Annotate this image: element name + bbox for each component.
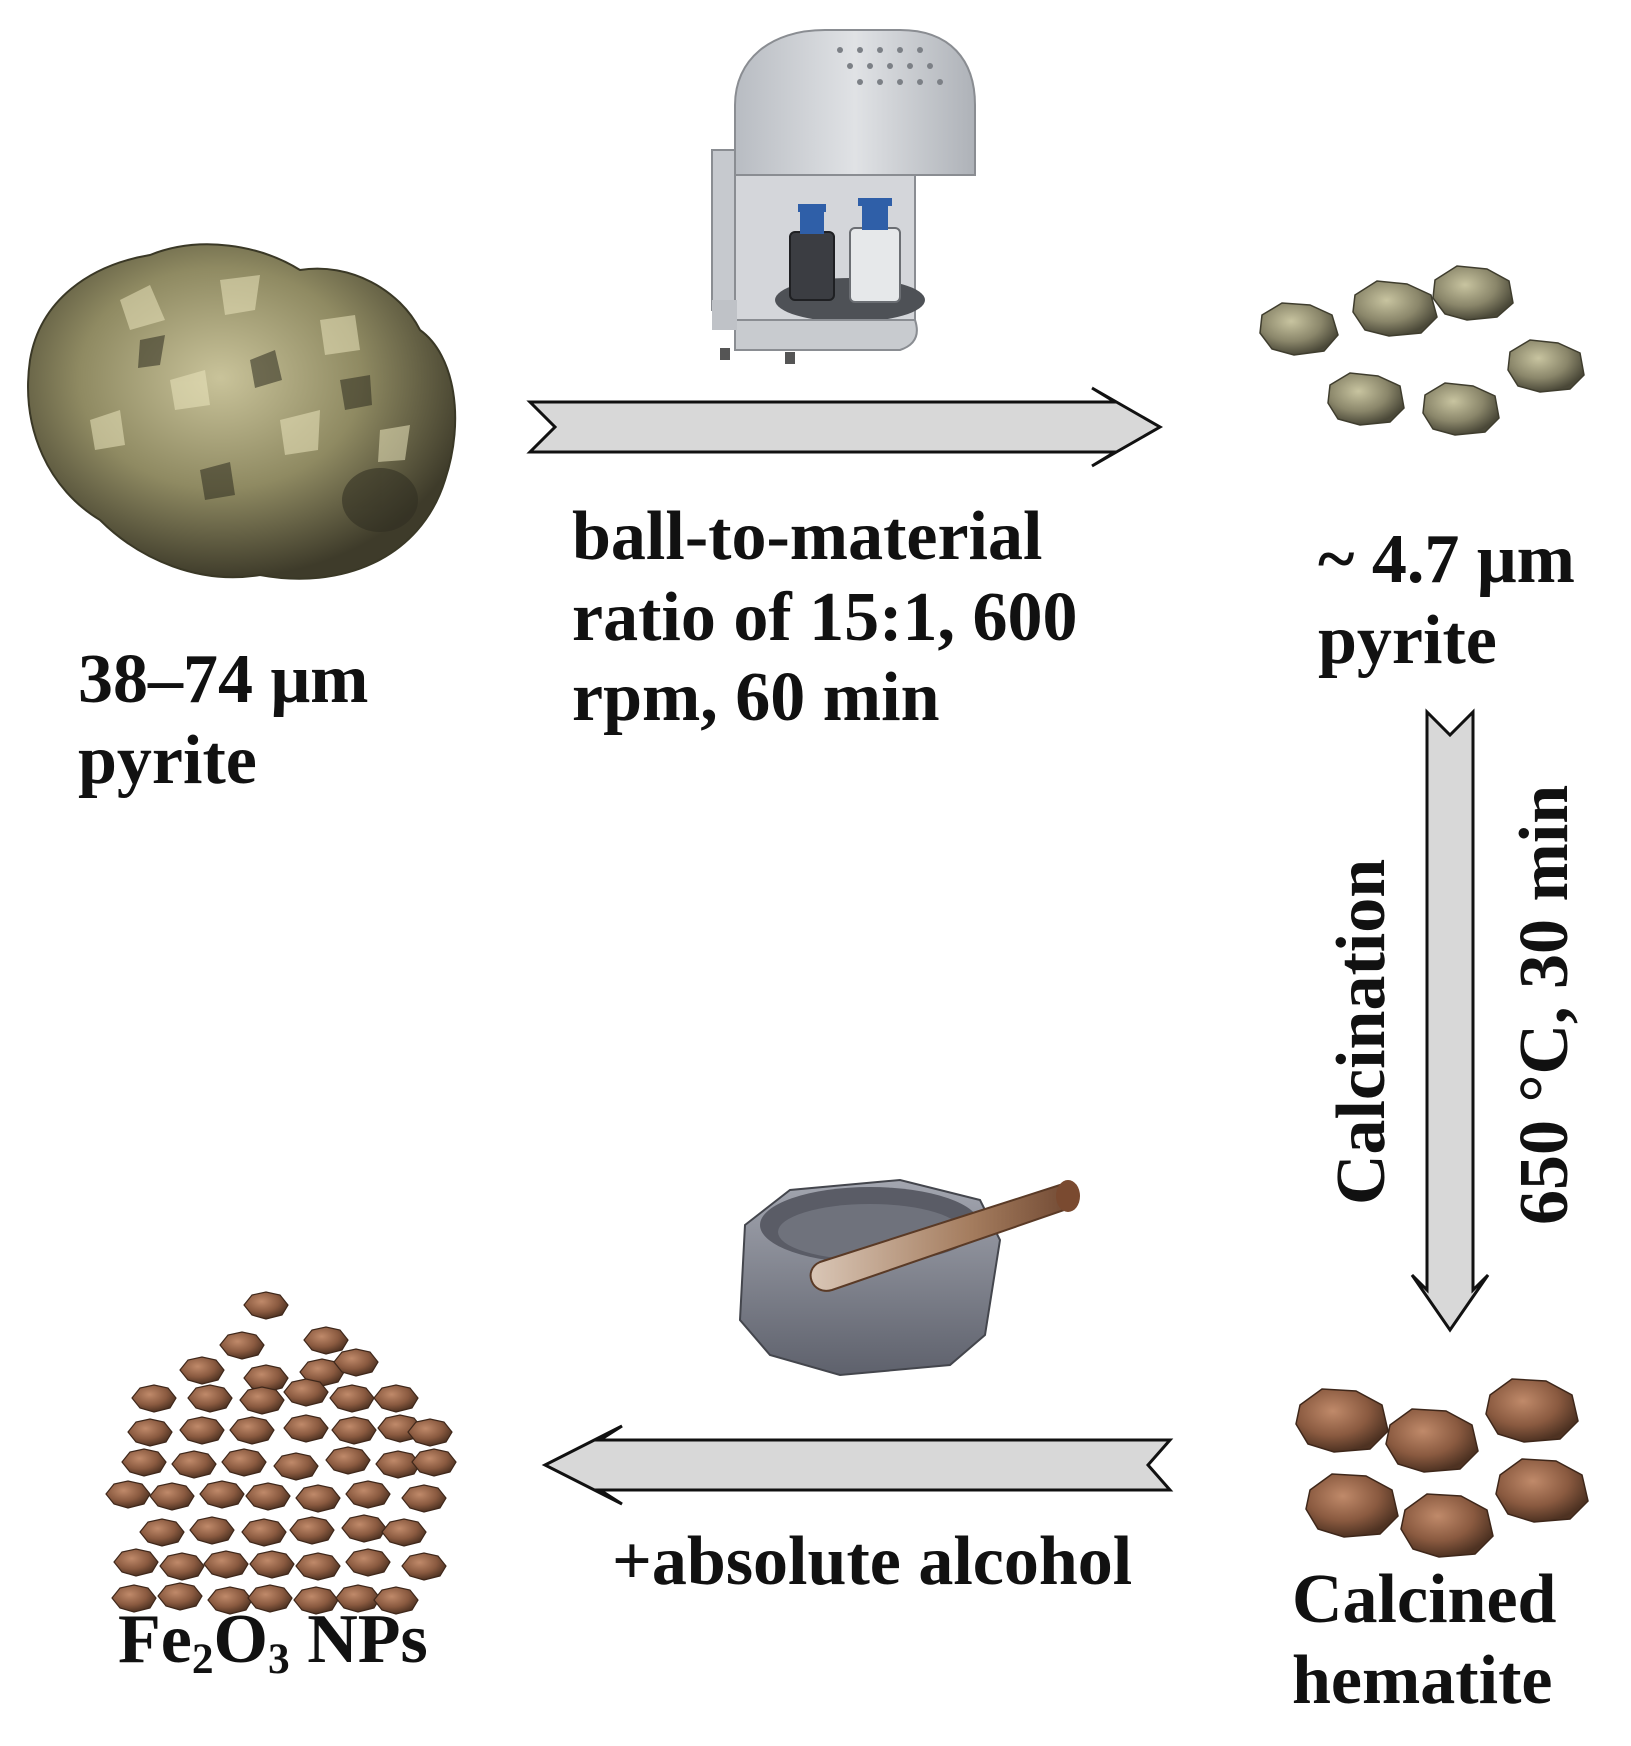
nanoparticle <box>325 1446 371 1475</box>
nanoparticle <box>249 1550 295 1579</box>
nanoparticle <box>187 1384 233 1413</box>
nanoparticle <box>401 1484 447 1513</box>
nanoparticle <box>303 1326 349 1355</box>
nanoparticle <box>243 1291 289 1320</box>
hematite-particles-image <box>1295 1378 1589 1558</box>
nanoparticle <box>381 1518 427 1547</box>
nanoparticle <box>345 1548 391 1577</box>
ball-milling-conditions: ball-to-material ratio of 15:1, 600 rpm,… <box>572 497 1077 739</box>
ball-milling-line-3: rpm, 60 min <box>572 659 940 736</box>
nanoparticle <box>245 1482 291 1511</box>
nanoparticle <box>121 1448 167 1477</box>
product-formula-sub-2: 2 <box>191 1634 214 1683</box>
raw-pyrite-size: 38–74 μm <box>78 641 369 718</box>
calcination-condition: 650 °C, 30 min <box>1506 784 1583 1225</box>
nanoparticle <box>401 1552 447 1581</box>
nanoparticle <box>331 1416 377 1445</box>
nanoparticle <box>239 1386 285 1415</box>
planetary-ball-mill-image <box>711 29 976 364</box>
nanoparticle <box>199 1480 245 1509</box>
right-arrow <box>526 386 1164 468</box>
nanoparticle <box>139 1518 185 1547</box>
nanoparticle <box>179 1356 225 1385</box>
nanoparticle <box>105 1480 151 1509</box>
pyrite-rock-image <box>27 243 457 580</box>
calcined-line-2: hematite <box>1292 1641 1553 1719</box>
nanoparticle <box>295 1484 341 1513</box>
nanoparticle <box>131 1384 177 1413</box>
nanoparticle <box>203 1550 249 1579</box>
nanoparticle <box>273 1452 319 1481</box>
product-formula-suffix: NPs <box>289 1601 428 1678</box>
nanoparticle-pile-image <box>105 1291 457 1615</box>
nanoparticle <box>407 1418 453 1447</box>
calcination-label: Calcination <box>1323 858 1400 1205</box>
calcined-hematite-label: Calcined hematite <box>1292 1560 1556 1721</box>
calcined-line-1: Calcined <box>1292 1561 1557 1638</box>
milled-pyrite-size: ~ 4.7 μm <box>1318 521 1575 598</box>
left-arrow <box>541 1424 1174 1506</box>
nanoparticle <box>283 1378 329 1407</box>
nanoparticle <box>247 1584 293 1613</box>
agate-mortar-and-pestle-image <box>738 1178 1080 1377</box>
milled-pyrite-label: ~ 4.7 μm pyrite <box>1318 520 1575 681</box>
nanoparticle <box>149 1482 195 1511</box>
nanoparticle <box>111 1584 157 1613</box>
nanoparticle <box>221 1448 267 1477</box>
grinding-label: +absolute alcohol <box>612 1523 1133 1600</box>
nanoparticle <box>283 1414 329 1443</box>
nanoparticle <box>113 1548 159 1577</box>
raw-pyrite-label: 38–74 μm pyrite <box>78 640 369 801</box>
nanoparticle <box>333 1348 379 1377</box>
product-label: Fe2O3 NPs <box>118 1600 428 1681</box>
pyrite-particles-image <box>1259 265 1585 436</box>
milled-pyrite-name: pyrite <box>1318 601 1497 679</box>
nanoparticle <box>219 1331 265 1360</box>
raw-pyrite-name: pyrite <box>78 721 257 799</box>
nanoparticle <box>229 1416 275 1445</box>
ball-milling-line-1: ball-to-material <box>572 498 1043 575</box>
nanoparticle <box>373 1384 419 1413</box>
nanoparticle <box>373 1586 419 1615</box>
product-formula-o: O <box>213 1601 268 1678</box>
nanoparticle <box>345 1480 391 1509</box>
down-arrow <box>1410 708 1490 1333</box>
nanoparticle <box>171 1450 217 1479</box>
nanoparticle <box>127 1418 173 1447</box>
nanoparticle <box>189 1516 235 1545</box>
nanoparticle <box>179 1416 225 1445</box>
nanoparticle <box>157 1582 203 1611</box>
product-formula-fe: Fe <box>118 1601 192 1678</box>
nanoparticle <box>411 1448 457 1477</box>
nanoparticle <box>289 1516 335 1545</box>
nanoparticle <box>295 1552 341 1581</box>
nanoparticle <box>159 1552 205 1581</box>
nanoparticle <box>341 1514 387 1543</box>
product-formula-sub-3: 3 <box>267 1634 290 1683</box>
ball-milling-line-2: ratio of 15:1, 600 <box>572 578 1078 656</box>
nanoparticle <box>329 1384 375 1413</box>
nanoparticle <box>241 1518 287 1547</box>
